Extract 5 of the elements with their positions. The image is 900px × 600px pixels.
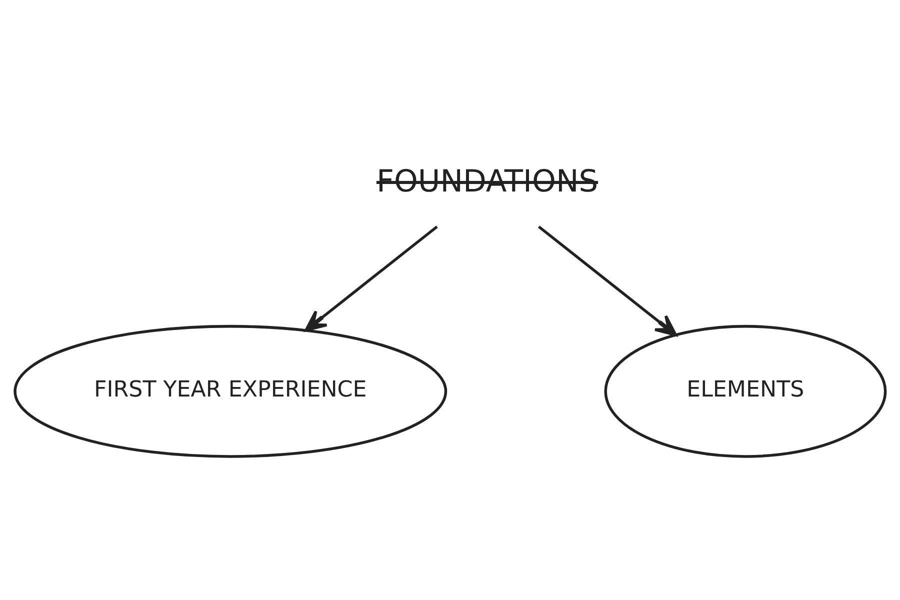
arrow bbox=[304, 226, 438, 332]
node-text: FOUNDATIONS bbox=[376, 164, 598, 200]
node-ellipse: FIRST YEAR EXPERIENCE bbox=[14, 324, 448, 458]
node-ellipse: ELEMENTS bbox=[604, 324, 887, 458]
arrow bbox=[538, 226, 678, 336]
